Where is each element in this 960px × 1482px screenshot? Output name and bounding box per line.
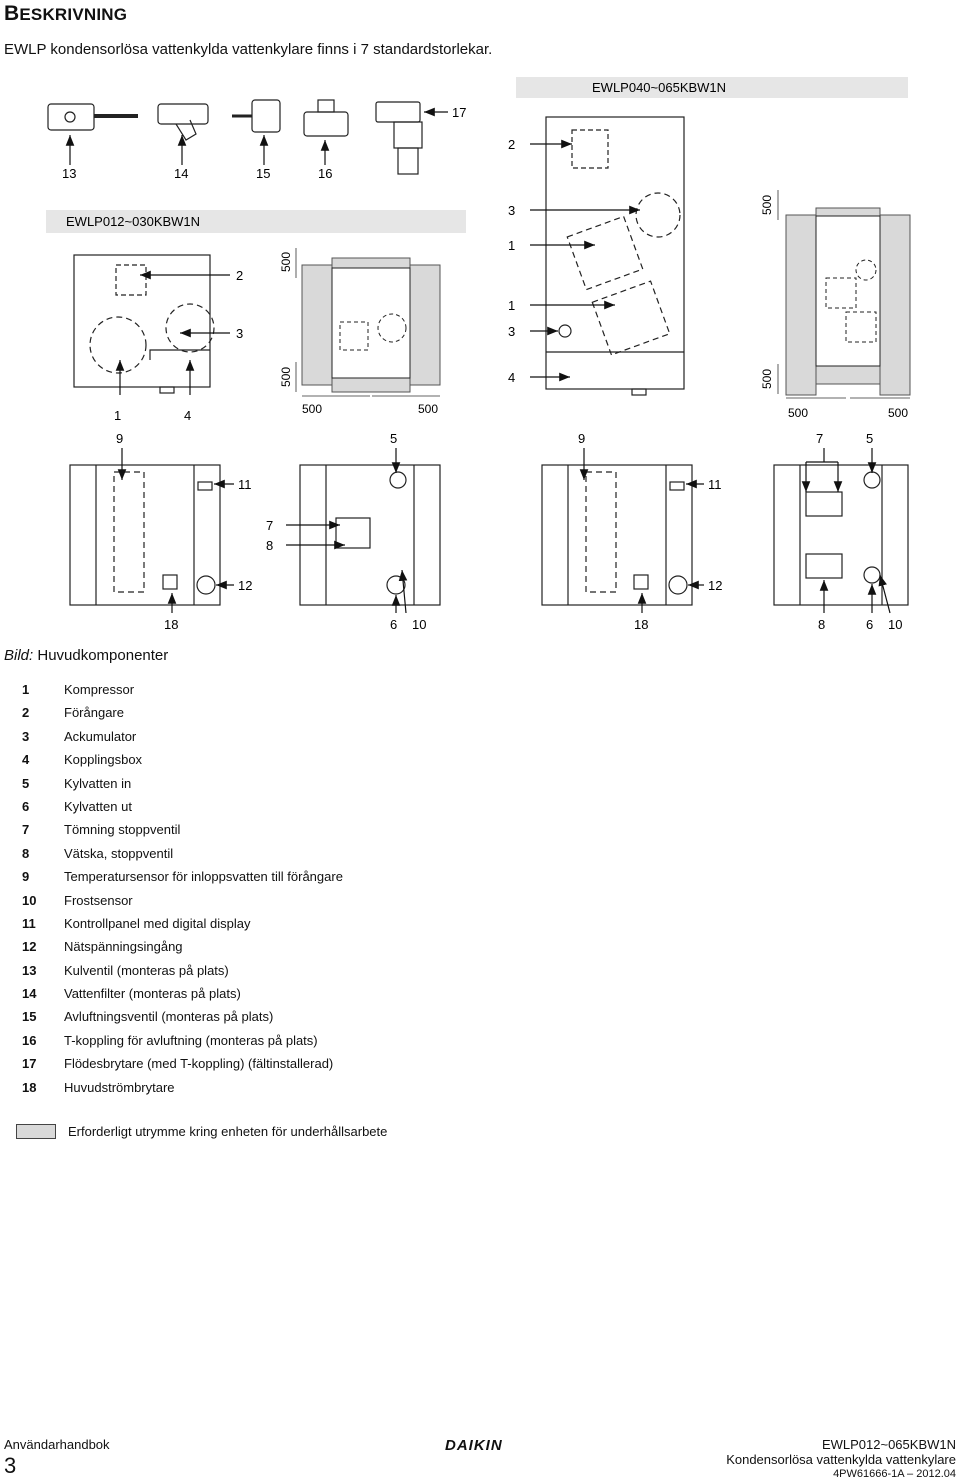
flow-switch — [375, 101, 421, 123]
small-unit-service-view — [301, 257, 441, 393]
callout-6: 6 — [866, 617, 873, 632]
field-parts — [47, 99, 423, 175]
model-band-small — [46, 210, 466, 233]
water-filter — [157, 103, 209, 125]
callout-8: 8 — [266, 538, 273, 553]
intro-text: EWLP kondensorlösa vattenkylda vattenkyl… — [4, 41, 493, 58]
model-band-large — [516, 77, 908, 98]
callout-7: 7 — [266, 518, 273, 533]
callout-5: 5 — [866, 431, 873, 446]
footer-desc: Kondensorlösa vattenkylda vattenkylare — [726, 1452, 956, 1467]
callout-2: 2 — [508, 137, 515, 152]
model-label-small: EWLP012~030KBW1N — [66, 214, 200, 229]
dimension-labels: 500 500 500 500 500 500 500 500 — [279, 195, 908, 420]
callout-11: 11 — [238, 477, 252, 492]
callout-3: 3 — [508, 324, 515, 339]
callout-18: 18 — [634, 617, 648, 632]
callout-3: 3 — [508, 203, 515, 218]
callout-5: 5 — [390, 431, 397, 446]
callout-9: 9 — [116, 431, 123, 446]
callout-12: 12 — [238, 578, 252, 593]
callout-9: 9 — [578, 431, 585, 446]
callout-6: 6 — [390, 617, 397, 632]
large-unit-front — [545, 116, 685, 396]
dim-500: 500 — [279, 252, 293, 272]
callout-8: 8 — [818, 617, 825, 632]
main-components-figure: EWLP040~065KBW1N EWLP012~030KBW1N — [46, 77, 911, 632]
footer-right: EWLP012~065KBW1N Kondensorlösa vattenkyl… — [726, 1437, 956, 1482]
callout-12: 12 — [708, 578, 722, 593]
callout-10: 10 — [412, 617, 426, 632]
callout-1: 1 — [508, 298, 515, 313]
callout-1: 1 — [508, 238, 515, 253]
ball-valve — [47, 103, 95, 131]
callout-16: 16 — [318, 166, 332, 181]
dim-500: 500 — [760, 195, 774, 215]
callout-17: 17 — [452, 105, 466, 120]
dimension-lines — [295, 190, 910, 399]
callout-4: 4 — [184, 408, 191, 423]
callout-2: 2 — [236, 268, 243, 283]
callout-11: 11 — [708, 477, 722, 492]
footer-handbook: Användarhandbok — [4, 1437, 110, 1452]
footer-code: 4PW61666-1A – 2012.04 — [833, 1468, 956, 1480]
callout-labels: 13 14 15 16 17 2 3 1 2 1 3 3 4 1 4 9 5 9… — [62, 105, 902, 632]
callout-4: 4 — [508, 370, 515, 385]
dim-500: 500 — [888, 406, 908, 420]
air-purge-valve — [251, 99, 281, 133]
daikin-logo: DAIKIN — [445, 1437, 503, 1454]
callout-15: 15 — [256, 166, 270, 181]
footer-left: Användarhandbok 3 — [4, 1437, 110, 1479]
callout-10: 10 — [888, 617, 902, 632]
footer-model: EWLP012~065KBW1N — [821, 1437, 956, 1452]
service-area-text: Erforderligt utrymme kring enheten för u… — [68, 1124, 388, 1139]
service-area-legend: Erforderligt utrymme kring enheten för u… — [16, 1124, 387, 1139]
callout-3: 3 — [236, 326, 243, 341]
page-number: 3 — [4, 1453, 17, 1478]
dim-500: 500 — [760, 369, 774, 389]
callout-1: 1 — [114, 408, 121, 423]
model-label-large: EWLP040~065KBW1N — [592, 80, 726, 95]
large-unit-service-view — [785, 207, 911, 396]
callout-7: 7 — [816, 431, 823, 446]
callout-18: 18 — [164, 617, 178, 632]
figure-caption: Bild: Huvudkomponenter — [4, 647, 169, 664]
callout-14: 14 — [174, 166, 188, 181]
callout-13: 13 — [62, 166, 76, 181]
dim-500: 500 — [302, 402, 322, 416]
t-piece — [303, 111, 349, 137]
page-title: BESKRIVNING — [4, 2, 128, 25]
dim-500: 500 — [788, 406, 808, 420]
front-views — [69, 464, 909, 606]
service-area-swatch — [16, 1124, 56, 1139]
small-unit-front — [73, 254, 215, 394]
dim-500: 500 — [279, 367, 293, 387]
leader-arrows — [65, 107, 891, 614]
dim-500: 500 — [418, 402, 438, 416]
